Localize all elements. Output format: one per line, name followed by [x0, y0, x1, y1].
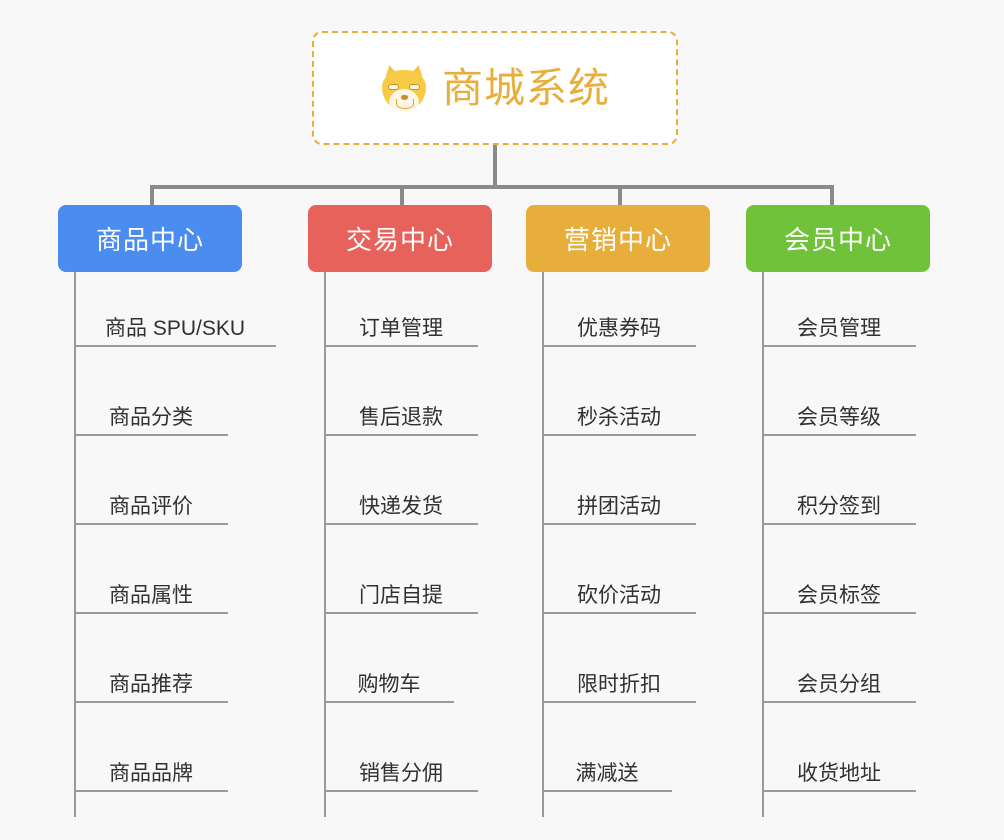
leaf-item-marketing-3[interactable]: 拼团活动: [542, 481, 696, 525]
branch-spine-trade-center: [324, 272, 326, 817]
branch-spine-member-center: [762, 272, 764, 817]
leaf-item-trade-2[interactable]: 售后退款: [324, 392, 478, 436]
connector-drop-4: [830, 185, 834, 207]
leaf-item-member-4[interactable]: 会员标签: [762, 570, 916, 614]
root-node-label: 商城系统: [442, 64, 610, 111]
category-label-member-center: 会员中心: [783, 225, 892, 255]
leaf-item-trade-5[interactable]: 购物车: [324, 659, 454, 703]
leaf-item-product-2[interactable]: 商品分类: [74, 392, 228, 436]
leaf-item-trade-4[interactable]: 门店自提: [324, 570, 478, 614]
connector-drop-3: [618, 185, 622, 207]
category-box-trade-center[interactable]: 交易中心: [308, 205, 492, 272]
connector-root-stem: [493, 145, 497, 188]
leaf-item-product-6[interactable]: 商品品牌: [74, 748, 228, 792]
leaf-item-member-5[interactable]: 会员分组: [762, 659, 916, 703]
leaf-item-member-1[interactable]: 会员管理: [762, 303, 916, 347]
category-box-marketing-center[interactable]: 营销中心: [526, 205, 710, 272]
leaf-item-trade-6[interactable]: 销售分佣: [324, 748, 478, 792]
leaf-item-marketing-6[interactable]: 满减送: [542, 748, 672, 792]
category-box-member-center[interactable]: 会员中心: [746, 205, 930, 272]
leaf-item-marketing-1[interactable]: 优惠券码: [542, 303, 696, 347]
leaf-item-member-2[interactable]: 会员等级: [762, 392, 916, 436]
leaf-item-marketing-2[interactable]: 秒杀活动: [542, 392, 696, 436]
leaf-item-product-5[interactable]: 商品推荐: [74, 659, 228, 703]
leaf-item-product-4[interactable]: 商品属性: [74, 570, 228, 614]
leaf-item-marketing-5[interactable]: 限时折扣: [542, 659, 696, 703]
category-box-product-center[interactable]: 商品中心: [58, 205, 242, 272]
root-node-mall-system[interactable]: 商城系统: [312, 31, 678, 145]
category-label-trade-center: 交易中心: [345, 225, 454, 255]
leaf-item-marketing-4[interactable]: 砍价活动: [542, 570, 696, 614]
leaf-item-trade-3[interactable]: 快递发货: [324, 481, 478, 525]
leaf-item-product-3[interactable]: 商品评价: [74, 481, 228, 525]
branch-spine-product-center: [74, 272, 76, 817]
leaf-item-product-1[interactable]: 商品 SPU/SKU: [74, 303, 276, 347]
category-label-product-center: 商品中心: [95, 225, 204, 255]
leaf-item-member-3[interactable]: 积分签到: [762, 481, 916, 525]
connector-drop-2: [400, 185, 404, 207]
connector-drop-1: [150, 185, 154, 207]
branch-spine-marketing-center: [542, 272, 544, 817]
category-label-marketing-center: 营销中心: [563, 225, 672, 255]
connector-horizontal-bus: [150, 185, 834, 189]
shiba-inu-dog-icon: [380, 63, 428, 111]
leaf-item-member-6[interactable]: 收货地址: [762, 748, 916, 792]
leaf-item-trade-1[interactable]: 订单管理: [324, 303, 478, 347]
